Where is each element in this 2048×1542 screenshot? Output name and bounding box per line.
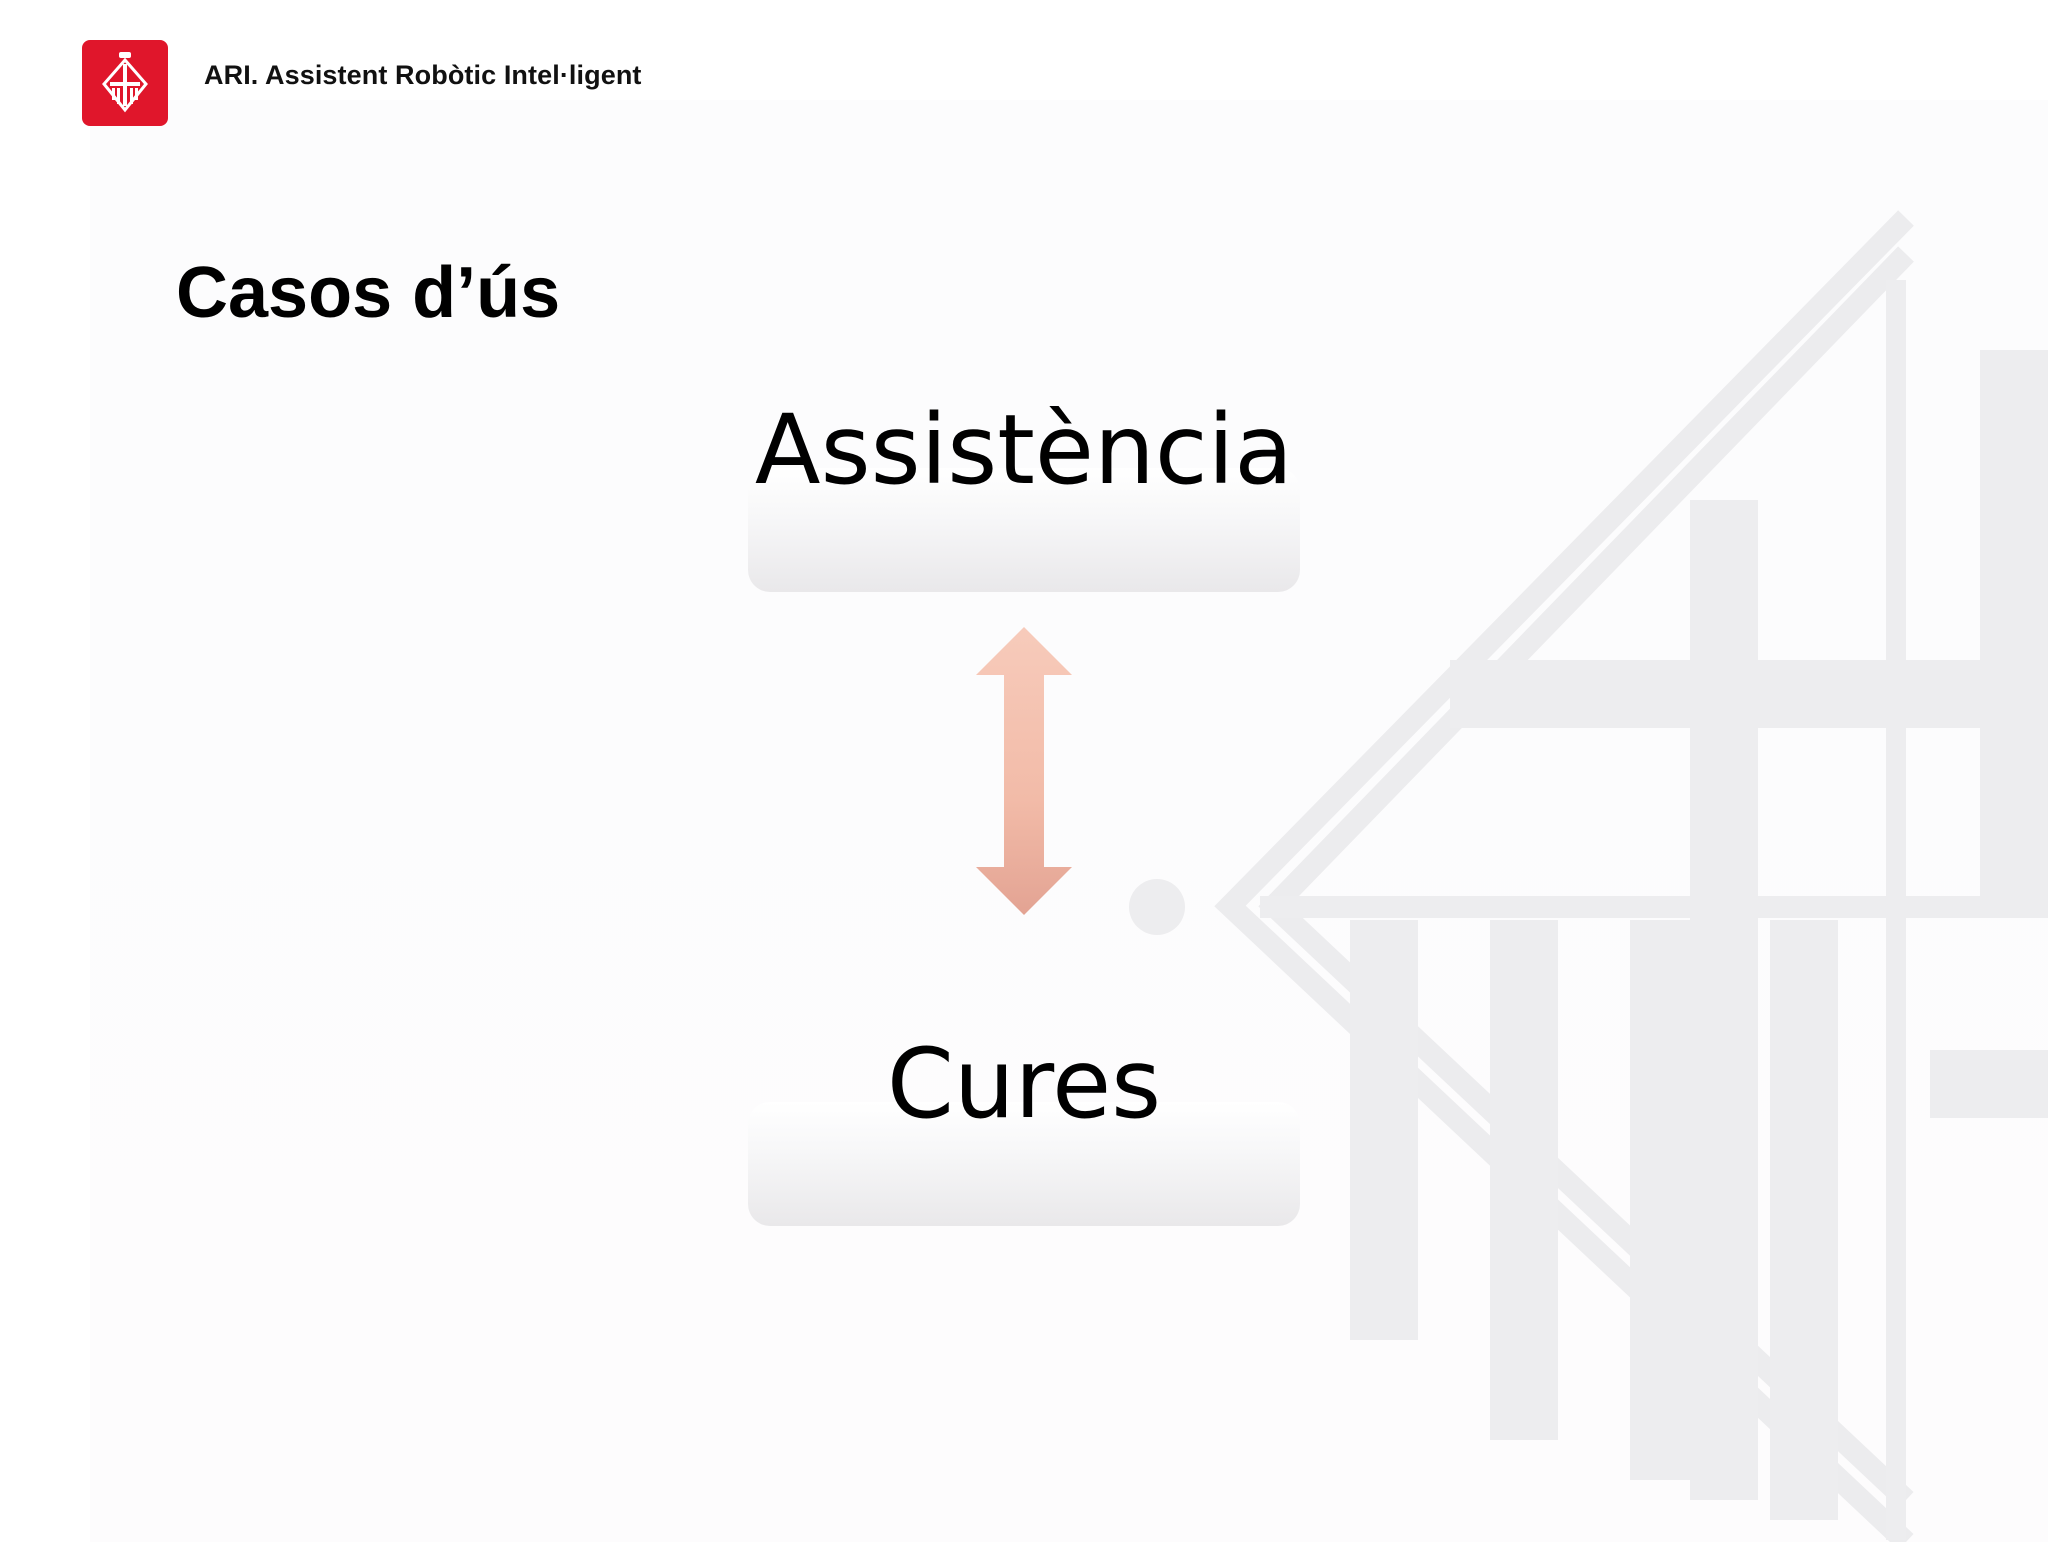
double-arrow-icon — [974, 627, 1074, 915]
coat-of-arms-watermark — [1129, 210, 2048, 1542]
use-case-box-cures — [748, 1102, 1300, 1226]
use-case-label-assistencia: Assistència — [754, 394, 1294, 506]
slide-title: Casos d’ús — [176, 253, 561, 333]
header-title: ARI. Assistent Robòtic Intel·ligent — [204, 60, 642, 90]
use-case-label-cures: Cures — [886, 1028, 1162, 1140]
barcelona-coat-of-arms-icon — [82, 40, 168, 126]
use-case-box-assistencia — [748, 468, 1300, 592]
